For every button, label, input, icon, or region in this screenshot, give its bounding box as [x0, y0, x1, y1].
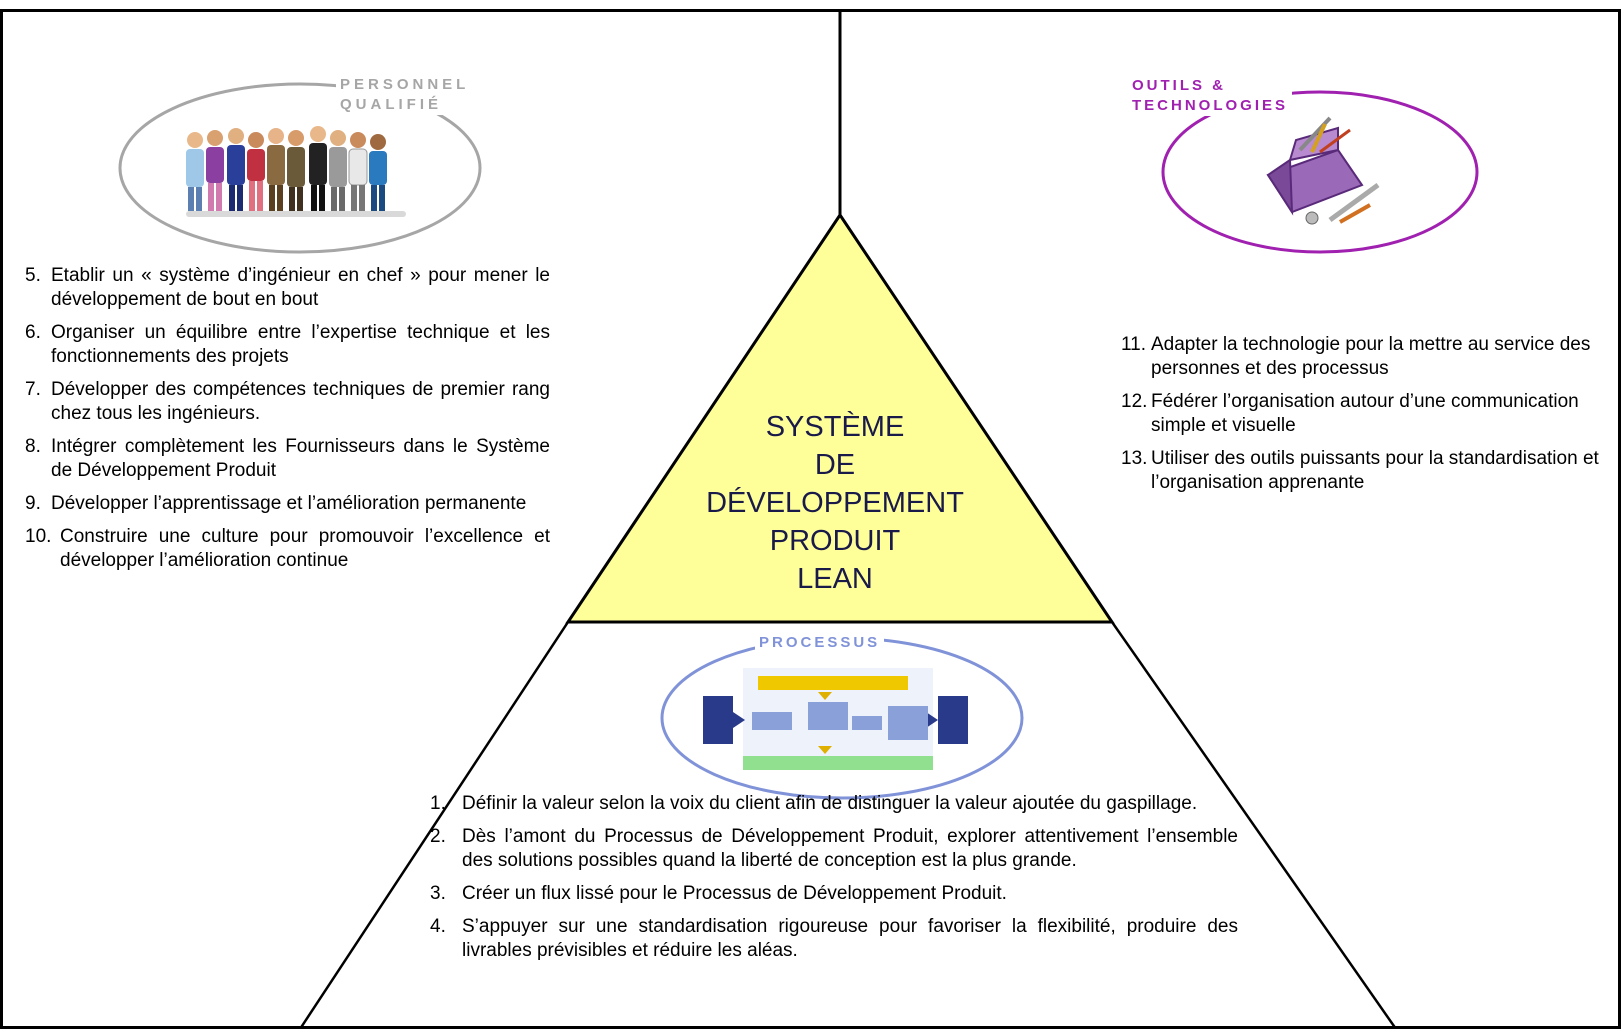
- processus-title: PROCESSUS: [755, 633, 885, 653]
- list-item: 2.Dès l’amont du Processus de Développem…: [430, 826, 1238, 871]
- left-divider-line: [298, 621, 570, 1029]
- outils-ellipse: [1161, 90, 1479, 254]
- list-item: 3.Créer un flux lissé pour le Processus …: [430, 883, 1007, 904]
- list-item: 6.Organiser un équilibre entre l’experti…: [25, 322, 550, 367]
- list-item: 12.Fédérer l’organisation autour d’une c…: [1121, 391, 1579, 436]
- right-divider-line: [1110, 621, 1398, 1029]
- toolbox-icon: [1266, 116, 1380, 225]
- list-item: 10.Construire une culture pour promouvoi…: [25, 526, 550, 571]
- processus-list: 1.Définir la valeur selon la voix du cli…: [430, 792, 1238, 972]
- group-of-people-icon: [186, 126, 406, 217]
- outils-title: OUTILS & TECHNOLOGIES: [1128, 76, 1293, 116]
- outils-list: 11. Adapter la technologie pour la mettr…: [1121, 333, 1621, 504]
- center-line: DE: [814, 449, 856, 481]
- center-line: LEAN: [797, 563, 873, 595]
- personnel-title: PERSONNEL QUALIFIÉ: [336, 75, 474, 115]
- list-item: 11. Adapter la technologie pour la mettr…: [1121, 334, 1591, 379]
- list-item: 5.Etablir un « système d’ingénieur en ch…: [25, 265, 550, 310]
- center-line: PRODUIT: [769, 525, 901, 557]
- list-item: 7.Développer des compétences techniques …: [25, 379, 550, 424]
- outer-frame: [0, 9, 1621, 1029]
- center-line: SYSTÈME: [765, 411, 905, 443]
- list-item: 8.Intégrer complètement les Fournisseurs…: [25, 436, 550, 481]
- center-label: SYSTÈME DE DÉVELOPPEMENT PRODUIT LEAN: [680, 408, 990, 598]
- list-item: 9.Développer l’apprentissage et l’amélio…: [25, 493, 527, 514]
- personnel-list: 5.Etablir un « système d’ingénieur en ch…: [25, 264, 550, 582]
- personnel-ellipse: [118, 82, 482, 254]
- list-item: 13.Utiliser des outils puissants pour la…: [1121, 448, 1599, 493]
- list-item: 4.S’appuyer sur une standardisation rigo…: [430, 916, 1238, 961]
- list-item: 1.Définir la valeur selon la voix du cli…: [430, 793, 1198, 814]
- center-triangle: [565, 212, 1115, 624]
- center-line: DÉVELOPPEMENT: [706, 487, 964, 519]
- process-flow-icon: [703, 668, 968, 770]
